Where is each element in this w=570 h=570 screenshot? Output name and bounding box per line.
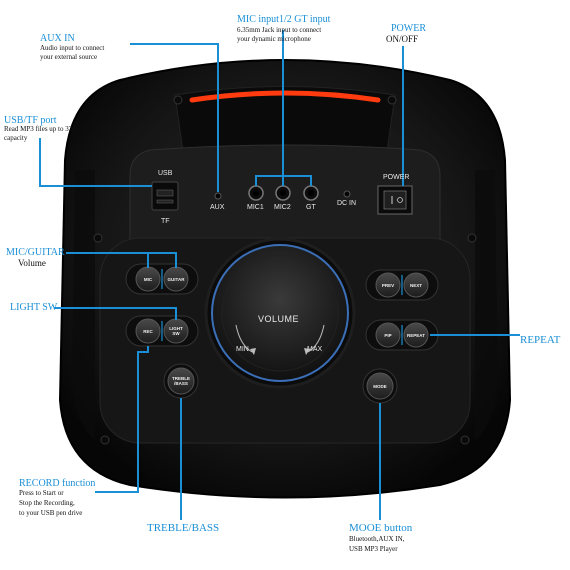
aux-in-desc-2: your external source — [40, 53, 98, 61]
aux-label: AUX — [210, 204, 225, 211]
rec-button-label: REC — [143, 329, 153, 334]
treble-bass-button-group: TREBLE /BASS — [163, 363, 199, 399]
pip-button-label: PIP — [384, 333, 391, 338]
aux-in-title: AUX IN — [40, 33, 75, 44]
pip-repeat-buttons: PIP REPEAT — [365, 319, 439, 351]
usb-leader-line — [39, 138, 152, 187]
mic-input-desc-1: 6.35mm Jack input to connect — [237, 26, 322, 34]
rec-light-buttons: REC LIGHT SW — [125, 315, 199, 347]
mic-button-label: MIC — [144, 277, 153, 282]
next-button[interactable] — [403, 272, 429, 298]
mic2-jack[interactable] — [275, 185, 291, 201]
prev-next-buttons: PREV NEXT — [365, 269, 439, 301]
handle-light-strip — [189, 90, 381, 103]
next-button-label: NEXT — [410, 283, 422, 288]
mic-input-title: MIC input1/2 GT input — [237, 14, 331, 25]
tf-label: TF — [161, 218, 170, 225]
prev-button-label: PREV — [382, 283, 394, 288]
light-button-label-bottom: SW — [172, 331, 180, 336]
record-desc-1: Press to Start or — [19, 489, 64, 497]
usb-tf-title: USB/TF port — [4, 115, 57, 126]
gt-label: GT — [306, 204, 316, 211]
repeat-title: REPEAT — [520, 334, 561, 346]
mic-leader-line — [255, 175, 312, 186]
callout-lines — [39, 30, 520, 520]
mic-guitar-title: MIC/GUITAR — [6, 247, 65, 258]
mode-button-group: MODE — [362, 368, 398, 404]
treble-button-label-top: TREBLE — [172, 376, 190, 381]
max-label: MAX — [307, 346, 323, 353]
power-sub: ON/OFF — [386, 34, 419, 44]
volume-knob[interactable] — [211, 244, 349, 382]
guitar-button-label: GUITAR — [168, 277, 186, 282]
rec-button[interactable] — [135, 318, 161, 344]
record-desc-2: Stop the Recording, — [19, 499, 75, 507]
record-desc-3: to your USB pen drive — [19, 509, 83, 517]
treble-bass-title: TREBLE/BASS — [147, 522, 220, 534]
light-sw-leader-line — [54, 307, 177, 320]
mode-button-label: MODE — [373, 384, 387, 389]
mode-button[interactable] — [366, 372, 394, 400]
mic-guitar-sub: Volume — [18, 258, 46, 268]
aux-leader-line — [130, 43, 219, 192]
mode-desc-2: USB MP3 Player — [349, 545, 398, 553]
repeat-button[interactable] — [403, 322, 429, 348]
record-leader-line — [95, 346, 149, 493]
mic-guitar-volume-buttons: MIC GUITAR — [125, 263, 199, 295]
dc-in-jack[interactable] — [343, 190, 351, 198]
mic1-label: MIC1 — [247, 204, 264, 211]
mode-title: MOOE button — [349, 522, 413, 534]
treble-bass-button[interactable] — [167, 367, 195, 395]
pip-button[interactable] — [375, 322, 401, 348]
gt-jack[interactable] — [303, 185, 319, 201]
mic1-jack[interactable] — [248, 185, 264, 201]
record-title: RECORD function — [19, 478, 96, 489]
usb-tf-desc-1: Read MP3 files up to 32G — [4, 125, 78, 133]
volume-label: VOLUME — [258, 314, 300, 324]
usb-label: USB — [158, 170, 173, 177]
prev-button[interactable] — [375, 272, 401, 298]
dc-in-label: DC IN — [337, 200, 357, 207]
repeat-button-label: REPEAT — [407, 333, 425, 338]
mode-desc-1: Bluetooth,AUX IN, — [349, 535, 405, 543]
treble-button-label-bottom: /BASS — [174, 381, 188, 386]
mic2-label: MIC2 — [274, 204, 291, 211]
aux-in-desc-1: Audio input to connect — [40, 44, 105, 52]
power-title: POWER — [391, 23, 426, 34]
min-label: MIN — [236, 346, 249, 353]
mic-input-desc-2: your dynamic microphone — [237, 35, 311, 43]
light-button-label-top: LIGHT — [169, 326, 183, 331]
light-sw-title: LIGHT SW — [10, 302, 58, 313]
usb-tf-desc-2: capacity — [4, 134, 28, 142]
aux-jack[interactable] — [214, 192, 222, 200]
power-panel-label: POWER — [383, 174, 410, 181]
